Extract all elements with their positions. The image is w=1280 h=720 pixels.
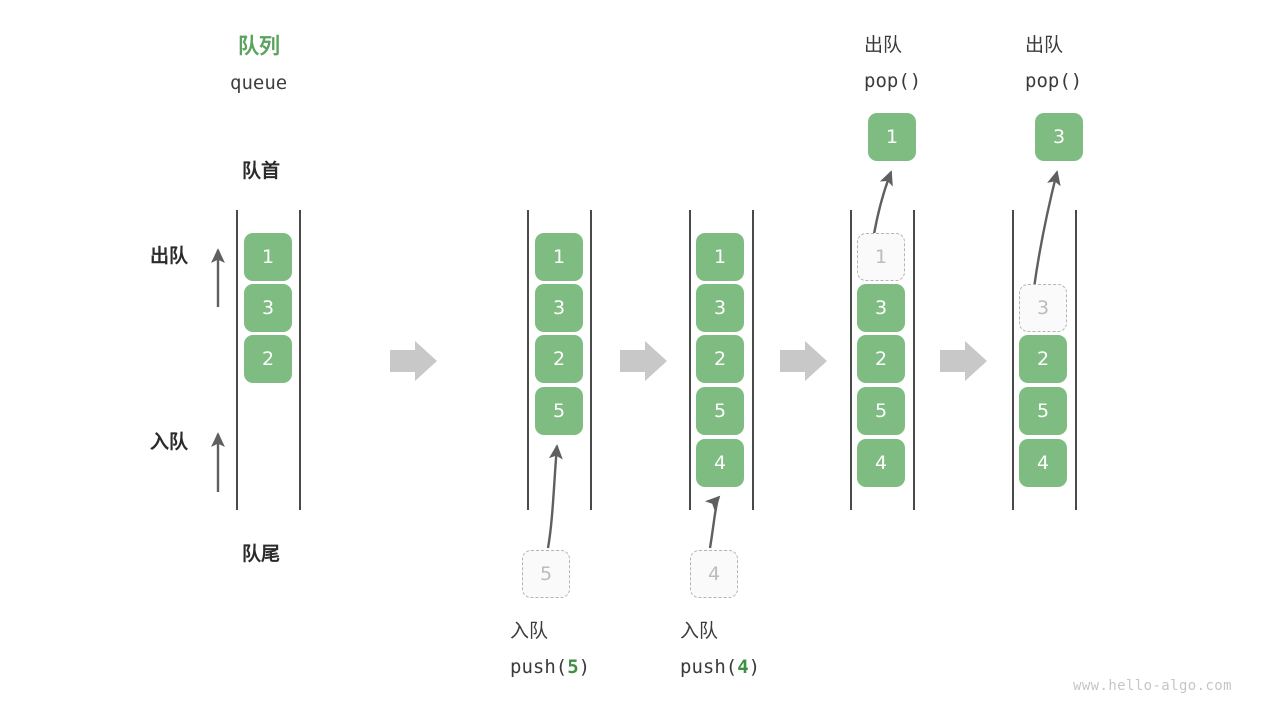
push-5-code-prefix: push( [510,656,568,678]
queue-cell-new: 4 [696,439,744,487]
queue-rail-right-3 [752,210,754,510]
queue-cell: 3 [244,284,292,332]
incoming-element-ghost: 4 [690,550,738,598]
queue-cell: 2 [1019,335,1067,383]
push-4-code-suffix: ) [748,656,761,678]
queue-cell: 2 [696,335,744,383]
page-title: 队列 [238,34,280,58]
queue-cell: 5 [1019,387,1067,435]
push-5-arrow [546,444,563,549]
popped-element: 3 [1035,113,1083,161]
queue-cell: 1 [535,233,583,281]
queue-rail-right-2 [590,210,592,510]
pop-3-arrow [1032,170,1061,289]
queue-rail-right-5 [1075,210,1077,510]
push-4-op-label: 入队 [680,620,719,642]
queue-rail-left-4 [850,210,852,510]
push-5-op-label: 入队 [510,620,549,642]
transition-arrow-3 [780,341,827,381]
pop-3-op-code: pop() [1025,70,1083,92]
queue-cell: 5 [696,387,744,435]
queue-cell: 3 [535,284,583,332]
pop-3-op-label: 出队 [1025,34,1064,56]
queue-cell: 3 [696,284,744,332]
page-subtitle: queue [230,72,288,94]
push-5-code-suffix: ) [578,656,591,678]
pop-1-arrow [872,170,893,235]
removed-element-ghost: 1 [857,233,905,281]
queue-rail-left-5 [1012,210,1014,510]
push-4-code-arg: 4 [737,656,749,678]
removed-element-ghost: 3 [1019,284,1067,332]
queue-cell: 1 [696,233,744,281]
queue-rail-left-2 [527,210,529,510]
queue-rail-left-1 [236,210,238,510]
dequeue-direction-label: 出队 [150,245,189,267]
pop-1-op-code: pop() [864,70,922,92]
queue-cell: 2 [535,335,583,383]
queue-cell: 4 [1019,439,1067,487]
incoming-element-ghost: 5 [522,550,570,598]
push-5-code-arg: 5 [567,656,579,678]
queue-rail-right-1 [299,210,301,510]
queue-rail-right-4 [913,210,915,510]
queue-cell: 4 [857,439,905,487]
enqueue-direction-label: 入队 [150,431,189,453]
queue-rail-left-3 [689,210,691,510]
push-4-op-code: push(4) [680,658,760,677]
push-5-op-code: push(5) [510,658,590,677]
queue-cell: 1 [244,233,292,281]
head-label: 队首 [242,160,281,182]
transition-arrow-2 [620,341,667,381]
popped-element: 1 [868,113,916,161]
transition-arrow-1 [390,341,437,381]
push-4-code-prefix: push( [680,656,738,678]
transition-arrow-4 [940,341,987,381]
push-4-arrow [704,495,721,549]
queue-cell: 2 [244,335,292,383]
queue-cell: 3 [857,284,905,332]
watermark: www.hello-algo.com [1073,678,1232,694]
queue-cell: 5 [857,387,905,435]
pop-1-op-label: 出队 [864,34,903,56]
queue-cell: 2 [857,335,905,383]
queue-cell-new: 5 [535,387,583,435]
tail-label: 队尾 [242,543,281,565]
